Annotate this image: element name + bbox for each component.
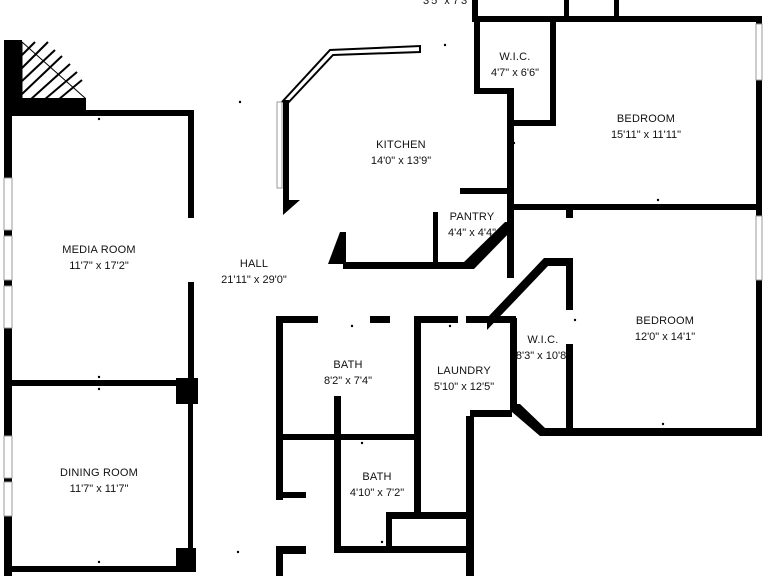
- laundry-name: LAUNDRY: [437, 365, 491, 377]
- top-partial-room-dims: 3'5" x 7'3": [422, 0, 472, 7]
- bath-upper-name: BATH: [333, 359, 363, 371]
- media-room-dims: 11'7" x 17'2": [69, 259, 129, 272]
- bath-lower-name: BATH: [362, 471, 392, 483]
- bath-lower-dims: 4'10" x 7'2": [349, 486, 405, 499]
- bath-upper-dims: 8'2" x 7'4": [323, 374, 373, 387]
- wic-mid-name: W.I.C.: [527, 334, 559, 346]
- bath-upper-label: BATH 8'2" x 7'4": [324, 358, 372, 390]
- pantry-name: PANTRY: [449, 211, 495, 223]
- dining-room-label: DINING ROOM 11'7" x 11'7": [60, 466, 138, 498]
- wic-top-label: W.I.C. 4'7" x 6'6": [491, 50, 539, 82]
- kitchen-bay-window: [281, 44, 421, 105]
- hall-label: HALL 21'11" x 29'0": [221, 257, 287, 289]
- bedroom-top-label: BEDROOM 15'11" x 11'11": [611, 112, 681, 144]
- bedroom-top-name: BEDROOM: [616, 113, 676, 125]
- bath-lower-label: BATH 4'10" x 7'2": [350, 470, 404, 502]
- bedroom-mid-dims: 12'0" x 14'1": [634, 330, 696, 343]
- media-room-label: MEDIA ROOM 11'7" x 17'2": [62, 243, 136, 275]
- dining-room-name: DINING ROOM: [60, 467, 138, 479]
- dimension-ticks: [97, 43, 665, 564]
- kitchen-label: KITCHEN 14'0" x 13'9": [371, 138, 431, 170]
- windows: [3, 23, 763, 517]
- laundry-dims: 5'10" x 12'5": [433, 380, 495, 393]
- bedroom-mid-label: BEDROOM 12'0" x 14'1": [635, 314, 695, 346]
- top-partial-room-label: 3'5" x 7'3": [423, 0, 471, 10]
- media-room-name: MEDIA ROOM: [62, 244, 136, 256]
- hall-dims: 21'11" x 29'0": [221, 273, 287, 286]
- hall-name: HALL: [239, 258, 269, 270]
- walls: [4, 0, 762, 576]
- pantry-label: PANTRY 4'4" x 4'4": [448, 210, 496, 242]
- kitchen-dims: 14'0" x 13'9": [370, 154, 432, 167]
- bedroom-mid-name: BEDROOM: [635, 315, 695, 327]
- fireplace: [21, 40, 86, 105]
- wic-mid-dims: 8'3" x 10'8": [515, 349, 571, 362]
- bedroom-top-dims: 15'11" x 11'11": [610, 128, 682, 141]
- laundry-label: LAUNDRY 5'10" x 12'5": [434, 364, 494, 396]
- wic-top-dims: 4'7" x 6'6": [490, 66, 540, 79]
- wic-top-name: W.I.C.: [499, 51, 531, 63]
- kitchen-name: KITCHEN: [376, 139, 426, 151]
- dining-room-dims: 11'7" x 11'7": [69, 482, 129, 495]
- wic-mid-label: W.I.C. 8'3" x 10'8": [516, 333, 570, 365]
- pantry-dims: 4'4" x 4'4": [447, 226, 497, 239]
